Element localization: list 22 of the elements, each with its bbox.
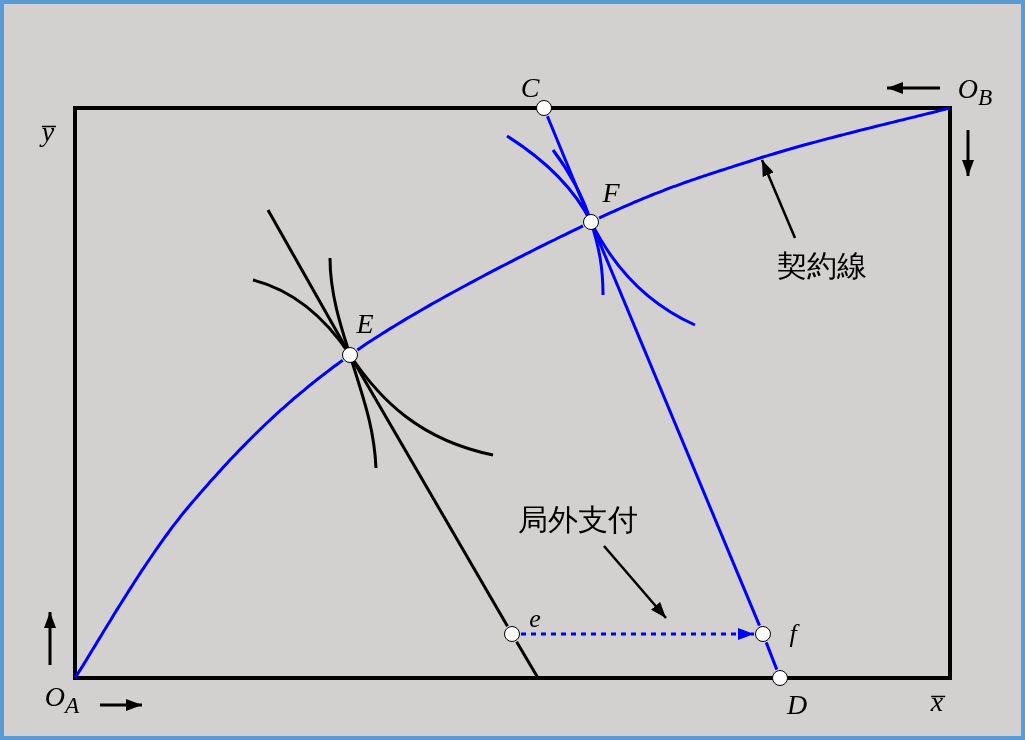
transfer-arrow [521, 628, 754, 640]
leader-line [603, 545, 667, 619]
price-line [764, 641, 779, 671]
origin-label: O$_{A}$ [44, 683, 80, 717]
point-label: e [529, 606, 541, 632]
budget-line [266, 209, 347, 348]
origin-label: O$_{B}$ [957, 75, 993, 109]
contract-curve [73, 359, 344, 679]
annotation-label: 局外支付 [518, 505, 638, 535]
price-line [546, 115, 589, 215]
curve-label: 契約線 [777, 251, 867, 281]
budget-line [515, 640, 540, 679]
contract-curve [598, 106, 951, 220]
axis-label: x̅ [930, 688, 944, 716]
point-label: C [520, 74, 540, 102]
point-label: D [786, 691, 808, 719]
budget-line [353, 362, 509, 627]
point-label: E [356, 310, 374, 338]
axis-label: y̅ [41, 118, 55, 146]
leader-line [760, 159, 797, 239]
contract-curve [356, 224, 584, 352]
point-label: F [602, 179, 620, 207]
